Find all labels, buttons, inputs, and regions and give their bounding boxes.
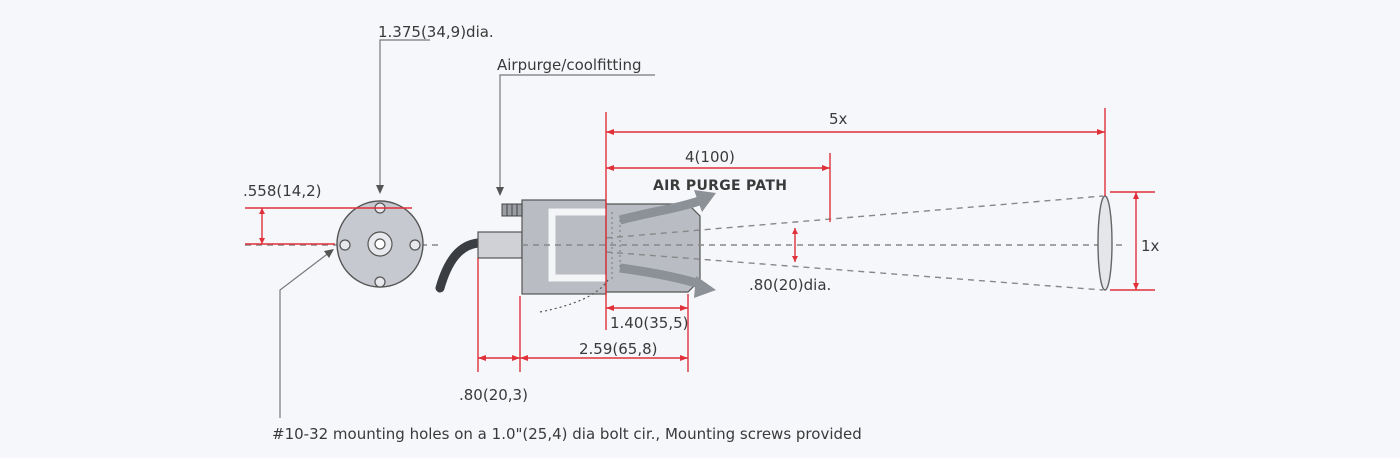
dim-140-arrow-right: [680, 305, 688, 311]
label-fitting: Airpurge/coolfitting: [497, 56, 642, 74]
dim-080-arrow-right: [512, 355, 520, 361]
fitting-leader: [499, 74, 655, 190]
dim-spot-arrow-top: [792, 228, 798, 234]
label-mounting-note: #10-32 mounting holes on a 1.0"(25,4) di…: [272, 425, 862, 443]
dim-1x-arrow-top: [1133, 192, 1139, 199]
dim-4-arrow-right: [822, 165, 830, 171]
dim-5x-arrow-left: [606, 129, 614, 135]
purge-channel: [548, 208, 606, 282]
mount-hole-left: [339, 239, 351, 251]
offset-arrow-top: [259, 208, 265, 214]
dim-1x-arrow-bottom: [1133, 283, 1139, 290]
label-5x: 5x: [829, 110, 848, 128]
head-dia-leader: [379, 39, 430, 188]
label-080: .80(20,3): [459, 386, 528, 404]
label-140: 1.40(35,5): [610, 314, 689, 332]
dim-259-arrow-right: [680, 355, 688, 361]
head-dia-arrow: [376, 185, 384, 194]
label-4: 4(100): [685, 148, 735, 166]
purge-arrow-bottom-shaft: [619, 263, 702, 289]
label-spot-dia: .80(20)dia.: [749, 276, 831, 294]
label-offset: .558(14,2): [243, 182, 322, 200]
side-dimensions: [477, 108, 1155, 372]
center-hole: [374, 238, 386, 250]
mount-hole-bottom: [374, 276, 386, 288]
mount-hole-right: [409, 239, 421, 251]
mounting-leader: [279, 251, 331, 418]
front-view: [245, 39, 440, 418]
fitting-arrow: [496, 187, 504, 196]
purge-arrow-top-head: [694, 190, 716, 212]
dim-spot-arrow-bottom: [792, 256, 798, 262]
mounting-arrow: [324, 249, 334, 258]
label-head-dia: 1.375(34,9)dia.: [378, 23, 494, 41]
dotted-curve: [539, 279, 609, 313]
rear-connector: [477, 231, 523, 259]
dim-259-arrow-left: [520, 355, 528, 361]
dim-4-arrow-left: [606, 165, 614, 171]
side-view: [435, 74, 1125, 313]
purge-arrow-top-shaft: [618, 195, 704, 225]
dim-080-arrow-left: [478, 355, 486, 361]
cable: [435, 238, 483, 293]
dim-5x-arrow-right: [1097, 129, 1105, 135]
offset-arrow-bottom: [259, 238, 265, 244]
purge-arrow-bottom-head: [694, 276, 716, 298]
label-1x: 1x: [1141, 237, 1160, 255]
labels: 1.375(34,9)dia. Airpurge/coolfitting 5x …: [243, 23, 1160, 443]
label-259: 2.59(65,8): [579, 340, 658, 358]
target-spot: [1097, 195, 1113, 291]
dim-140-arrow-left: [606, 305, 614, 311]
label-air-purge-path: AIR PURGE PATH: [653, 178, 787, 194]
